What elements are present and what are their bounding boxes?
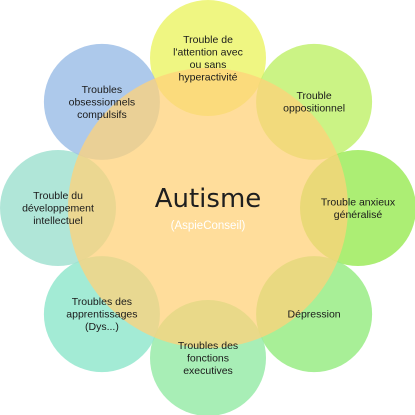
label-line: intellectuel bbox=[33, 215, 83, 227]
label-line: développement bbox=[22, 203, 94, 215]
label-line: compulsifs bbox=[77, 109, 127, 121]
label-depression: Dépression bbox=[288, 309, 341, 321]
label-line: Trouble anxieux bbox=[321, 196, 396, 208]
center-title: Autisme bbox=[155, 184, 262, 214]
label-line: Troubles bbox=[82, 84, 122, 96]
label-line: Troubles des bbox=[178, 340, 238, 352]
label-line: Trouble de bbox=[183, 34, 233, 46]
label-line: Dépression bbox=[288, 309, 341, 321]
label-line: (Dys...) bbox=[85, 321, 119, 333]
label-line: hyperactivité bbox=[179, 71, 238, 83]
label-line: executives bbox=[183, 365, 233, 377]
label-line: Troubles des bbox=[72, 296, 132, 308]
label-line: obsessionnels bbox=[69, 96, 136, 108]
label-line: oppositionnel bbox=[283, 103, 345, 115]
label-line: apprentissages bbox=[66, 309, 137, 321]
center-circle bbox=[68, 68, 348, 348]
label-line: généralisé bbox=[334, 209, 383, 221]
label-line: Trouble bbox=[296, 90, 331, 102]
center-subtitle: (AspieConseil) bbox=[171, 220, 246, 232]
label-line: Trouble du bbox=[33, 190, 83, 202]
label-line: fonctions bbox=[187, 353, 229, 365]
label-line: l'attention avec bbox=[173, 46, 243, 58]
label-line: ou sans bbox=[190, 59, 227, 71]
